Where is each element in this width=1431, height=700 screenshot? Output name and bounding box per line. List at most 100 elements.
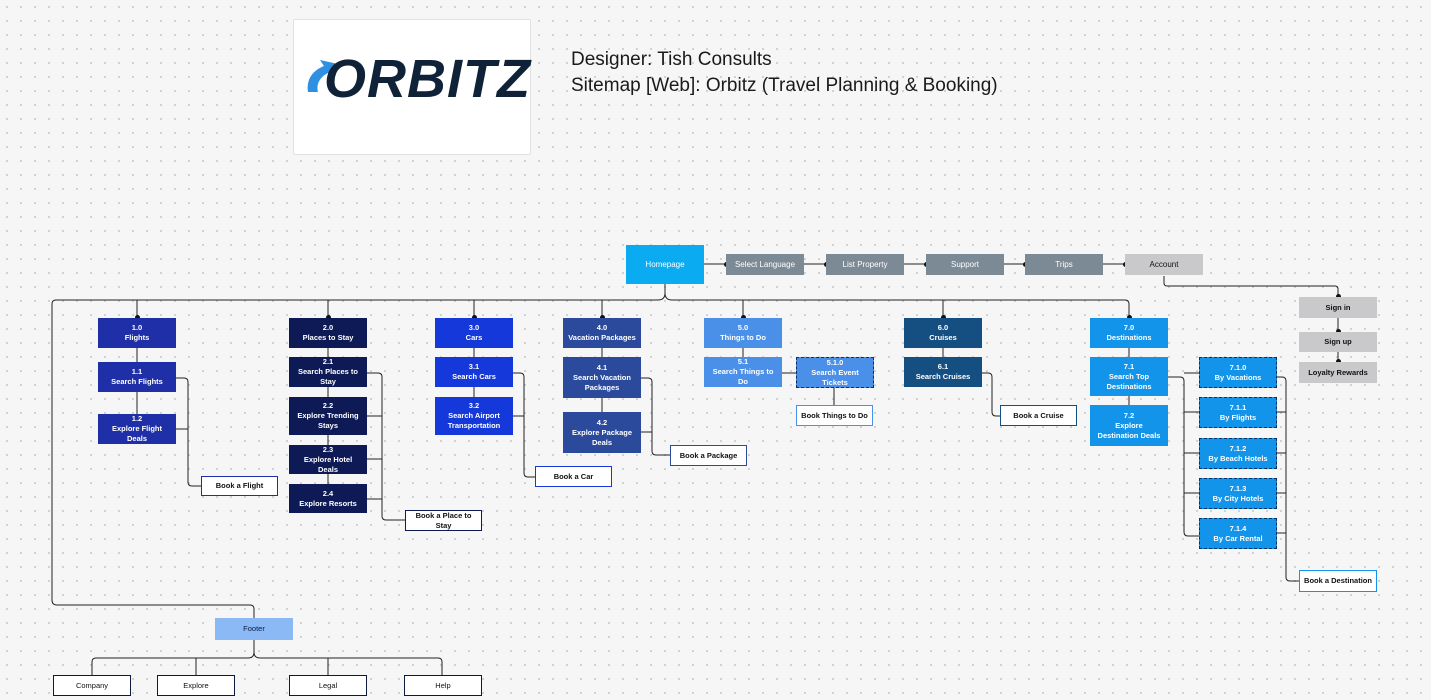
book-place-node[interactable]: Book a Place to Stay bbox=[405, 510, 482, 531]
node-label: Homepage bbox=[645, 259, 685, 269]
book-car-node[interactable]: Book a Car bbox=[535, 466, 612, 487]
node-label: Cruises bbox=[929, 333, 957, 342]
connector-dot bbox=[1335, 293, 1341, 299]
node-label: Book a Destination bbox=[1304, 576, 1372, 585]
footer-legal-node[interactable]: Legal bbox=[289, 675, 367, 696]
node-label: Search Airport Transportation bbox=[447, 411, 501, 430]
node-label: Explore Trending Stays bbox=[297, 411, 359, 430]
select-language-node[interactable]: Select Language bbox=[726, 254, 804, 275]
node-label: Search Flights bbox=[111, 377, 163, 386]
node-label: Search Vacation Packages bbox=[573, 372, 631, 392]
node-label: Book a Place to Stay bbox=[415, 510, 472, 530]
node-number: 4.2 bbox=[596, 417, 608, 427]
node-label: Legal bbox=[318, 680, 338, 690]
connector-dot bbox=[599, 314, 605, 320]
logo-wordmark: ORBITZ bbox=[324, 49, 531, 109]
connector-dot bbox=[134, 314, 140, 320]
list-property-node[interactable]: List Property bbox=[826, 254, 904, 275]
node-label: Search Event Tickets bbox=[811, 367, 859, 387]
node-label: Flights bbox=[124, 333, 150, 342]
support-node[interactable]: Support bbox=[926, 254, 1004, 275]
node-label: Explore Package Deals bbox=[571, 427, 633, 447]
book-cruise-node[interactable]: Book a Cruise bbox=[1000, 405, 1077, 426]
footer-node[interactable]: Footer bbox=[215, 618, 293, 640]
node-number: 3.1 bbox=[468, 362, 480, 371]
node-label: List Property bbox=[842, 259, 888, 269]
book-package-node[interactable]: Book a Package bbox=[670, 445, 747, 466]
node-number: 2.0 bbox=[322, 323, 334, 332]
node-label: Support bbox=[950, 259, 980, 269]
connector-dot bbox=[1126, 314, 1132, 320]
node-number: 7.1.3 bbox=[1229, 483, 1247, 493]
node-label: Explore bbox=[183, 680, 209, 690]
node-label: By Vacations bbox=[1214, 372, 1262, 382]
node-label: Cars bbox=[465, 333, 483, 342]
sign-up-node[interactable]: Sign up bbox=[1299, 332, 1377, 352]
node-number: 3.0 bbox=[468, 323, 480, 332]
node-number: 7.1.2 bbox=[1229, 443, 1247, 453]
node-label: Book a Car bbox=[553, 471, 594, 481]
node-number: 7.2 bbox=[1123, 410, 1135, 420]
book-destination-node[interactable]: Book a Destination bbox=[1299, 570, 1377, 592]
node-label: Things to Do bbox=[720, 333, 766, 342]
node-label: Select Language bbox=[734, 259, 796, 269]
footer-company-node[interactable]: Company bbox=[53, 675, 131, 696]
node-label: Explore Hotel Deals bbox=[303, 454, 353, 474]
node-number: 2.2 bbox=[322, 401, 334, 410]
footer-explore-node[interactable]: Explore bbox=[157, 675, 235, 696]
node-label: Search Top Destinations bbox=[1106, 371, 1152, 391]
trips-node[interactable]: Trips bbox=[1025, 254, 1103, 275]
node-label: Book a Flight bbox=[215, 481, 264, 490]
node-number: 7.1.4 bbox=[1229, 523, 1247, 533]
footer-help-node[interactable]: Help bbox=[404, 675, 482, 696]
node-number: 6.0 bbox=[937, 323, 949, 332]
loyalty-rewards-node[interactable]: Loyalty Rewards bbox=[1299, 362, 1377, 383]
book-flight-node[interactable]: Book a Flight bbox=[201, 476, 278, 496]
node-label: Sign up bbox=[1324, 337, 1352, 346]
node-label: By Car Rental bbox=[1213, 533, 1263, 543]
node-label: Trips bbox=[1055, 259, 1073, 269]
node-number: 1.0 bbox=[131, 323, 143, 332]
node-label: Book Things to Do bbox=[801, 410, 868, 420]
node-label: Book a Cruise bbox=[1013, 410, 1064, 420]
homepage-node[interactable]: Homepage bbox=[626, 245, 704, 284]
node-number: 6.1 bbox=[937, 362, 949, 371]
sign-in-node[interactable]: Sign in bbox=[1299, 297, 1377, 318]
node-label: By Flights bbox=[1219, 412, 1257, 422]
node-number: 7.1 bbox=[1123, 361, 1135, 371]
book-things-node[interactable]: Book Things to Do bbox=[796, 405, 873, 426]
account-node[interactable]: Account bbox=[1125, 254, 1203, 275]
designer-credit: Designer: Tish Consults bbox=[571, 49, 772, 70]
node-label: Help bbox=[435, 680, 451, 690]
node-label: Footer bbox=[243, 624, 265, 633]
node-label: Loyalty Rewards bbox=[1308, 367, 1368, 377]
page-title: Sitemap [Web]: Orbitz (Travel Planning &… bbox=[571, 75, 998, 96]
